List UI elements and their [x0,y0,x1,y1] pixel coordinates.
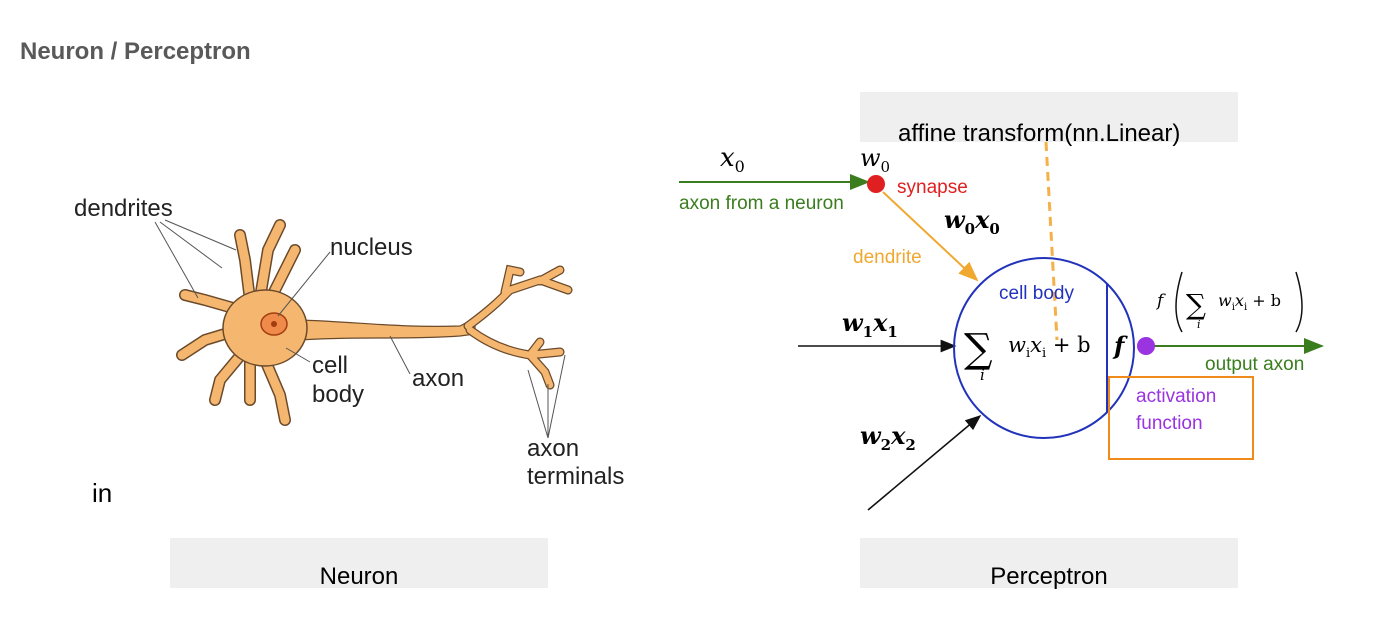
output-axon-label: output axon [1205,354,1304,375]
f-label: f [1112,331,1128,360]
perceptron-caption: Perceptron [990,563,1108,590]
dendrite-line [882,191,979,282]
label-dendrites: dendrites [74,195,173,222]
synapse-dot [867,175,885,193]
w1x1-label: w1x1 [842,308,898,341]
dendrite-label: dendrite [853,247,922,268]
svg-text:wixi + b: wixi + b [1218,291,1281,313]
label-body: body [312,381,364,408]
svg-text:∑: ∑ [1186,288,1206,321]
label-axon-terminals-2: terminals [527,463,624,490]
w0x0-label: w0x0 [944,205,1000,238]
activation-label-1: activation [1136,386,1216,407]
synapse-label: synapse [897,177,968,198]
svg-text:f: f [1155,291,1166,311]
w0-label: w0 [860,144,890,176]
activation-label-2: function [1136,413,1203,434]
output-expression: f ∑ i wixi + b [1155,271,1303,333]
neuron-illustration: dendrites nucleus cell body axon axon te… [74,195,624,490]
neuron-caption: Neuron [319,563,399,590]
stray-text: in [92,478,113,508]
activation-dot [1137,337,1155,355]
perceptron-caption-box: Perceptron [860,538,1238,590]
svg-text:i: i [1197,318,1201,331]
neuron-caption-box: Neuron [170,538,548,590]
w2x2-arrow [867,414,982,511]
axon-from-label: axon from a neuron [679,193,844,214]
affine-dashed-line [1044,141,1059,341]
cell-body-circle [953,257,1135,439]
cell-body-label: cell body [999,283,1074,304]
label-axon-terminals-1: axon [527,435,579,462]
x0-label: x0 [720,143,745,176]
affine-label-box: affine transform(nn.Linear) [860,92,1238,147]
sum-index: i [980,366,985,384]
neuron-leader-lines [154,219,566,439]
affine-label: affine transform(nn.Linear) [898,120,1181,147]
label-axon: axon [412,365,464,392]
page-title: Neuron / Perceptron [20,38,251,65]
sum-expression: wixi + b [1008,333,1091,361]
perceptron-diagram: x0 w0 synapse axon from a neuron w0x0 de… [679,141,1324,511]
w2x2-label: w2x2 [860,421,916,454]
label-cell: cell [312,352,348,379]
activation-box [1108,376,1254,460]
sum-symbol: ∑ [964,326,993,372]
label-nucleus: nucleus [330,234,413,261]
axon-shaft [299,317,476,341]
